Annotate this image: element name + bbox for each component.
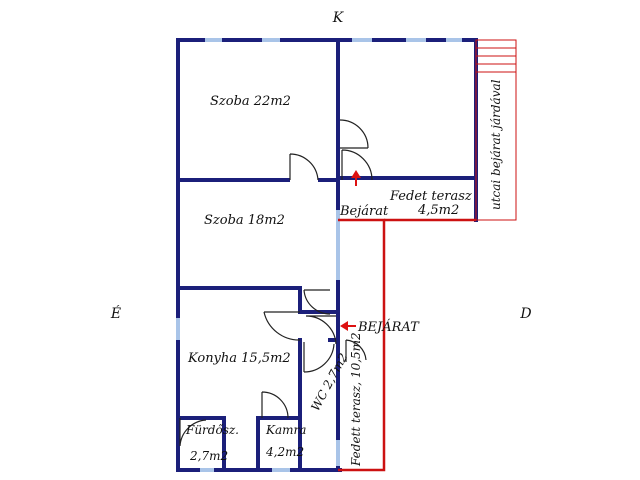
windows: [176, 38, 462, 472]
terrace-outline: [338, 218, 476, 472]
compass-north: K: [332, 10, 345, 26]
compass-east: D: [519, 306, 531, 322]
stairs-box: [475, 39, 517, 221]
room-label-szoba2: Szoba 18m2: [204, 213, 285, 228]
door-entry-right: [341, 149, 373, 181]
arrow-up-icon: [351, 170, 361, 186]
room-label-konyha: Konyha 15,5m2: [187, 351, 291, 366]
label-utcai-bejarat: utcai bejárat járdával: [489, 79, 503, 210]
door-wc: [303, 342, 335, 373]
label-fedett-terasz-top-area: 4,5m2: [417, 203, 459, 218]
doors: [179, 119, 373, 447]
door-szoba1-right: [339, 119, 369, 149]
door-furdo: [179, 418, 207, 447]
door-hall: [305, 315, 337, 345]
room-label-szoba1: Szoba 22m2: [210, 94, 291, 109]
room-label-wc: WC 2,7m2: [308, 351, 350, 414]
label-bejarat-inner: Bejárat: [339, 204, 389, 219]
door-kitchen: [263, 311, 301, 341]
room-label-furdo-name: Fürdősz.: [185, 423, 239, 437]
room-label-kamra-area: 4,2m2: [265, 445, 304, 459]
room-label-furdo-area: 2,7m2: [189, 449, 228, 463]
room-label-kamra-name: Kamra: [265, 423, 306, 437]
door-terrace-side: [345, 339, 367, 362]
label-fedett-terasz-side: Fedett terasz, 10,5m2: [349, 332, 363, 467]
terrace-line: [338, 218, 386, 472]
door-szoba1-bottom: [289, 153, 319, 181]
door-szoba2: [303, 289, 331, 315]
street-entrance-stairs: [475, 39, 517, 221]
label-fedett-terasz-top-name: Fedet terasz: [389, 189, 472, 204]
entry-arrows: [340, 170, 361, 331]
compass-west: É: [110, 304, 121, 322]
label-bejarat-outer: BEJÁRAT: [357, 319, 420, 335]
arrow-left-icon: [340, 321, 356, 331]
door-kamra: [261, 391, 289, 419]
